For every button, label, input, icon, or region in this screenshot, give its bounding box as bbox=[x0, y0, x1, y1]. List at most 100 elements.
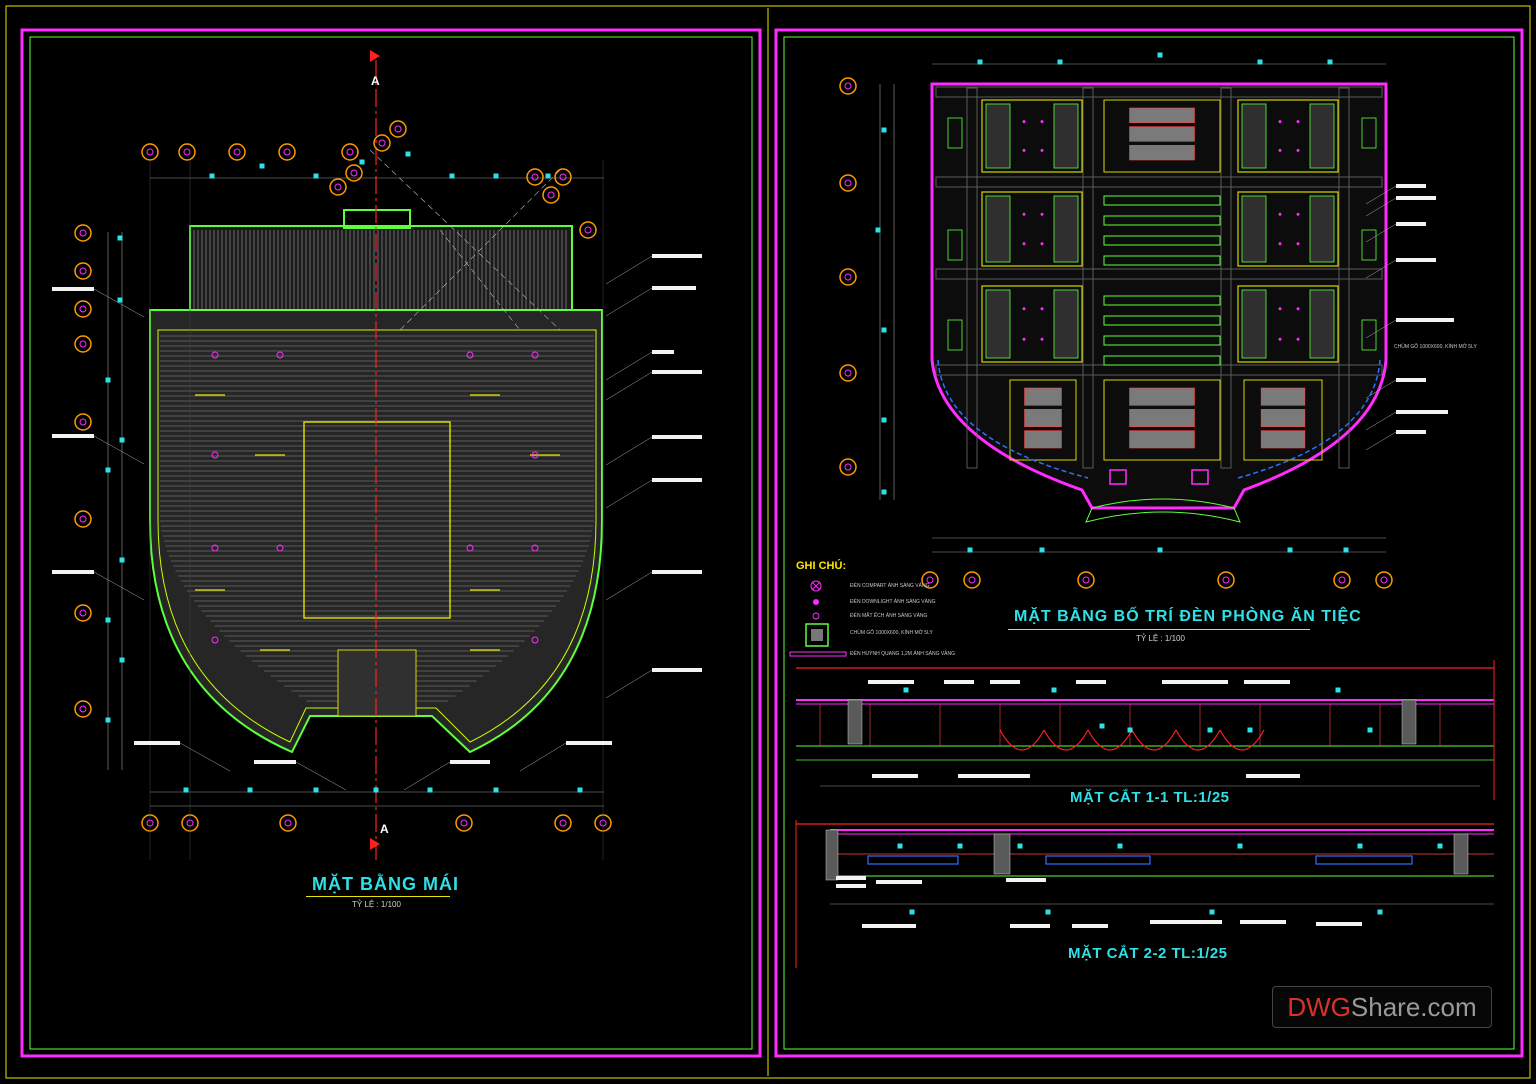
lighting-title-underline bbox=[1008, 629, 1310, 630]
roof-drain-icon bbox=[531, 636, 539, 644]
chandelier-bay bbox=[1103, 379, 1221, 461]
downlight-icon bbox=[1296, 212, 1300, 216]
watermark-part-b: Share.com bbox=[1350, 991, 1477, 1022]
ceiling-panel-side bbox=[1241, 289, 1267, 359]
chandelier-icon bbox=[1024, 430, 1062, 449]
fluorescent-row bbox=[1103, 355, 1221, 366]
leader-line bbox=[1365, 223, 1397, 243]
grid-bubble bbox=[921, 571, 939, 589]
leader-line bbox=[1365, 185, 1397, 205]
compart-light-icon bbox=[810, 580, 822, 592]
leader-line bbox=[93, 288, 145, 318]
beam-horizontal bbox=[935, 86, 1383, 98]
grid-bubble bbox=[554, 814, 572, 832]
callout-label bbox=[1396, 378, 1426, 382]
ceiling-panel-side bbox=[985, 289, 1011, 359]
ceiling-panel bbox=[981, 191, 1083, 267]
roof-plan bbox=[149, 50, 603, 860]
wall-panel bbox=[947, 229, 963, 261]
dimension-tag bbox=[1057, 59, 1063, 65]
roof-main-hatch bbox=[160, 335, 594, 702]
beam-section bbox=[847, 699, 863, 745]
grid-bubble bbox=[839, 174, 857, 192]
leader-line bbox=[605, 371, 653, 401]
fluorescent-tube-icon bbox=[789, 651, 847, 657]
downlight-icon bbox=[1278, 212, 1282, 216]
grid-bubble-core bbox=[844, 273, 852, 281]
curved-ceiling-arc bbox=[1131, 729, 1177, 751]
callout-label bbox=[652, 254, 702, 258]
grid-bubble-core bbox=[460, 819, 468, 827]
leader-line bbox=[605, 351, 653, 381]
dimension-tag bbox=[1327, 59, 1333, 65]
curved-ceiling-arc bbox=[1219, 729, 1265, 751]
roof-plan-scale: TỶ LỆ : 1/100 bbox=[352, 900, 401, 909]
downlight-icon bbox=[1022, 120, 1026, 124]
note-chandelier: CHÙM GỖ 1000X600, KÍNH MỜ 5LY bbox=[850, 630, 933, 636]
leader-line bbox=[605, 436, 653, 466]
callout-label bbox=[652, 570, 702, 574]
grid-bubble-core bbox=[1082, 576, 1090, 584]
leader-line bbox=[295, 761, 347, 791]
leader-line bbox=[1365, 197, 1397, 217]
grid-bubble bbox=[278, 143, 296, 161]
chandelier-bay bbox=[1009, 379, 1077, 461]
beam-vertical bbox=[966, 87, 978, 469]
dimension-tag bbox=[1099, 723, 1105, 729]
roof-entrance-canopy bbox=[337, 649, 417, 717]
grid-bubble bbox=[74, 700, 92, 718]
callout-label bbox=[254, 760, 296, 764]
note-compart-light: ĐÈN COMPART ÁNH SÁNG VÀNG bbox=[850, 583, 930, 589]
hall-ceiling-grid bbox=[935, 86, 1383, 485]
leader-line bbox=[179, 742, 231, 772]
right-sheet-inner-border bbox=[783, 36, 1515, 1050]
chandelier-icon bbox=[1129, 430, 1195, 449]
callout-label bbox=[868, 680, 914, 684]
leader-line bbox=[1365, 259, 1397, 279]
grid-bubble-core bbox=[844, 82, 852, 90]
section-label-top: A bbox=[371, 74, 380, 88]
dimension-tag bbox=[1117, 843, 1123, 849]
grid-bubble bbox=[74, 224, 92, 242]
hall-dimension-lines bbox=[875, 52, 1386, 553]
leader-line bbox=[605, 571, 653, 601]
lighting-plan-title: MẶT BẰNG BỐ TRÍ ĐÈN PHÒNG ĂN TIỆC bbox=[1014, 608, 1362, 625]
ceiling-panel-side bbox=[1309, 195, 1335, 263]
callout-label bbox=[1396, 318, 1454, 322]
downlight-icon bbox=[1296, 120, 1300, 124]
beam-vertical bbox=[1338, 87, 1350, 469]
downlight-icon bbox=[1296, 307, 1300, 311]
wall-panel bbox=[947, 117, 963, 149]
callout-label bbox=[52, 287, 94, 291]
downlight-icon bbox=[1040, 337, 1044, 341]
grid-bubble-core bbox=[233, 148, 241, 156]
ceiling-panel bbox=[1237, 285, 1339, 363]
dimension-tag bbox=[209, 173, 215, 179]
callout-label bbox=[872, 774, 918, 778]
roof-drain-icon bbox=[211, 544, 219, 552]
grid-bubble bbox=[455, 814, 473, 832]
chandelier-icon bbox=[1260, 387, 1306, 406]
dimension-tag bbox=[1367, 727, 1373, 733]
ceiling-panel bbox=[1237, 99, 1339, 173]
left-sheet-inner-border bbox=[29, 36, 753, 1050]
note-eyeball-light: ĐÈN MẮT ẾCH ÁNH SÁNG VÀNG bbox=[850, 613, 928, 619]
dimension-tag bbox=[1039, 547, 1045, 553]
callout-label bbox=[52, 570, 94, 574]
chandelier-icon bbox=[1129, 107, 1195, 123]
leader-line bbox=[605, 287, 653, 317]
dimension-tag bbox=[119, 557, 125, 563]
roof-dimension-lines bbox=[105, 151, 604, 807]
roof-drain-icon bbox=[211, 451, 219, 459]
callout-label bbox=[1396, 410, 1448, 414]
dimension-tag bbox=[449, 173, 455, 179]
callout-label bbox=[1396, 184, 1426, 188]
section-2-title: MẶT CẮT 2-2 TL:1/25 bbox=[1068, 945, 1228, 962]
grid-bubble bbox=[1375, 571, 1393, 589]
callout-label bbox=[862, 924, 916, 928]
leader-line bbox=[1365, 411, 1397, 431]
side-note-chandelier: CHÙM GỖ 1000X600, KÍNH MỜ 5LY bbox=[1394, 344, 1477, 350]
leader-line bbox=[605, 669, 653, 699]
ceiling-panel-side bbox=[1053, 195, 1079, 263]
leader-line bbox=[1365, 319, 1397, 339]
